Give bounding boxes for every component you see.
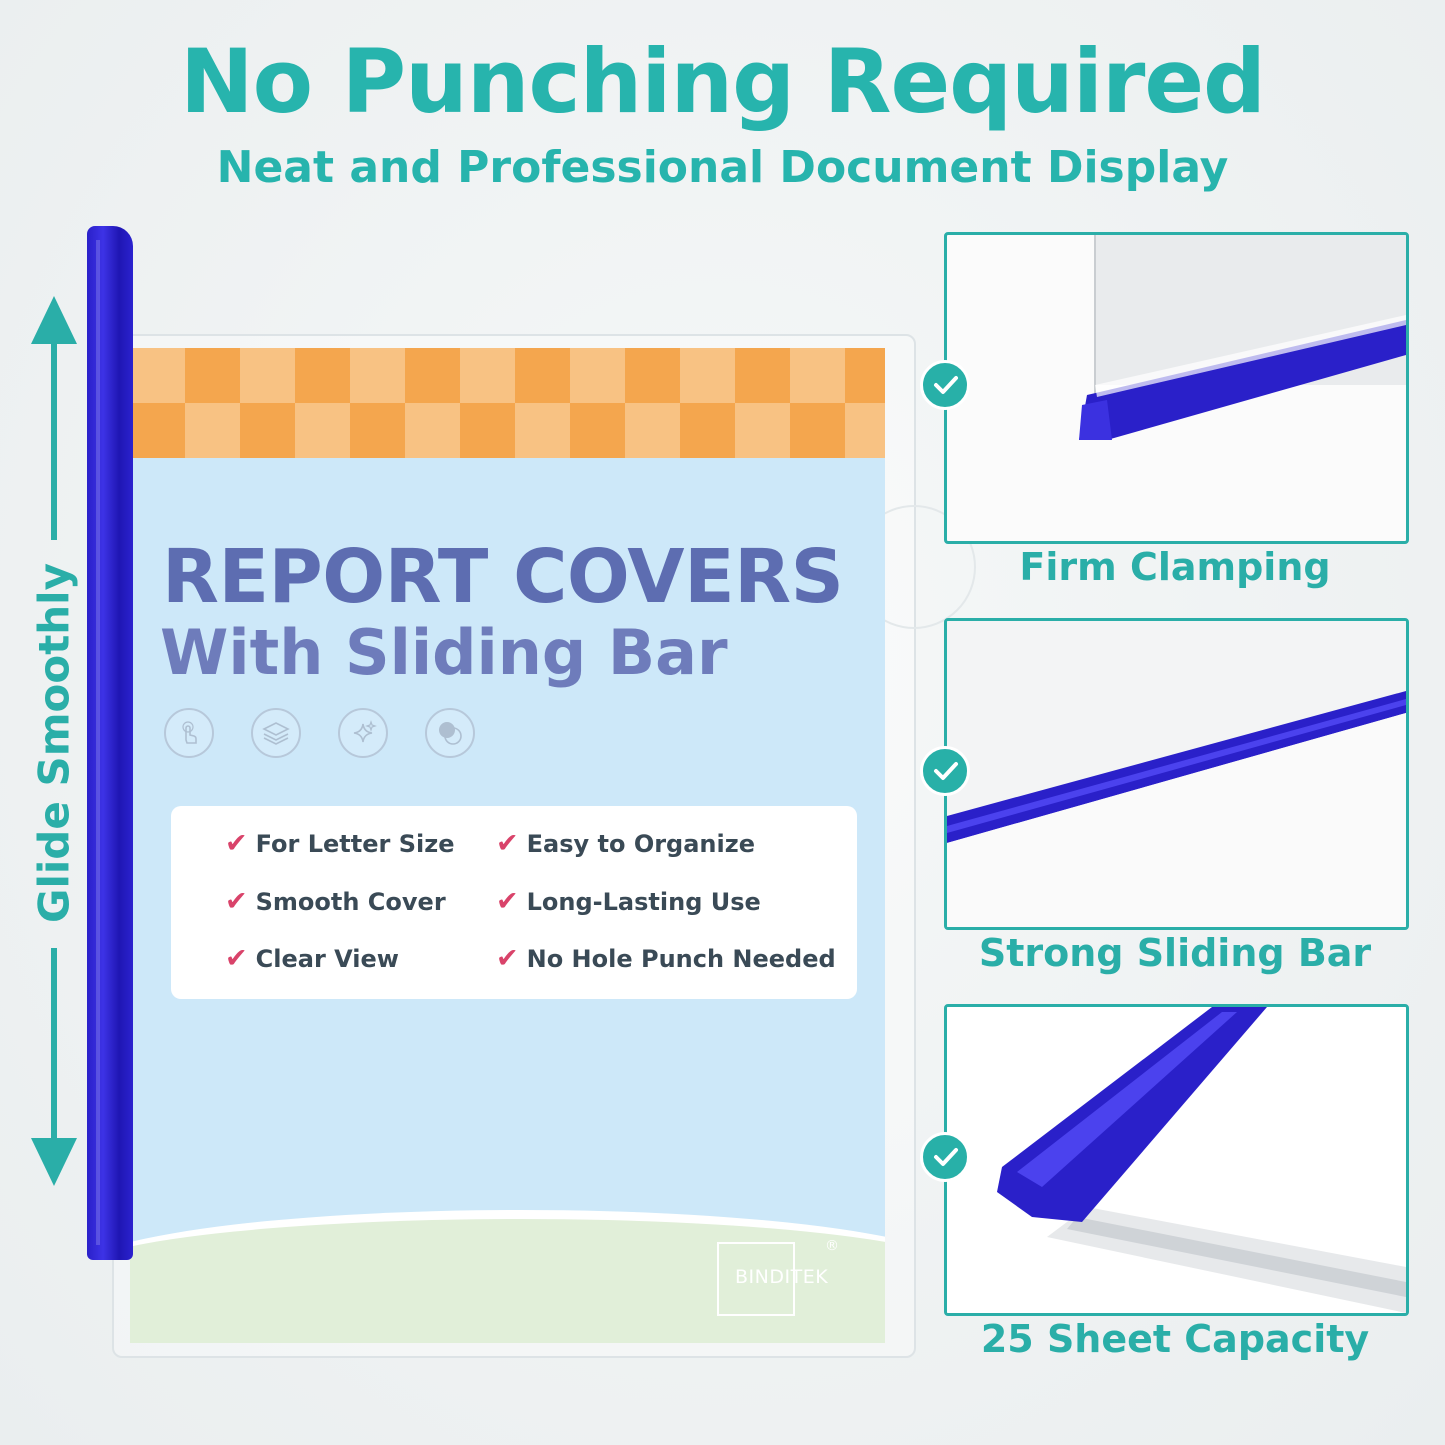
- checker-square: [295, 348, 350, 403]
- checker-square: [845, 348, 885, 403]
- green-wave: [130, 1210, 885, 1343]
- check-icon: ✔: [496, 943, 519, 974]
- checker-square: [625, 348, 680, 403]
- arrow-up-icon: [31, 296, 77, 344]
- glide-label: Glide Smoothly: [29, 563, 79, 923]
- check-icon: ✔: [225, 943, 248, 974]
- checker-square: [185, 348, 240, 403]
- feature-item: ✔Clear View: [225, 943, 399, 974]
- feature-item: ✔Smooth Cover: [225, 886, 446, 917]
- checker-square: [185, 403, 240, 458]
- feature-card: ✔For Letter Size ✔Easy to Organize ✔Smoo…: [171, 806, 857, 999]
- photo-25-sheet-capacity: [944, 1004, 1409, 1316]
- registered-mark: ®: [825, 1238, 839, 1254]
- checker-pattern: [130, 348, 885, 458]
- page-subtitle: Neat and Professional Document Display: [216, 142, 1229, 193]
- feature-item: ✔Long-Lasting Use: [496, 886, 761, 917]
- arrow-shaft-bottom: [51, 948, 57, 1144]
- sliding-bar: [87, 226, 133, 1260]
- layers-icon: [251, 708, 301, 758]
- feature-item: ✔Easy to Organize: [496, 828, 755, 859]
- checker-square: [680, 348, 735, 403]
- photo-strong-sliding-bar: [944, 618, 1409, 930]
- sliding-bar-highlight: [96, 240, 100, 1245]
- check-icon: ✔: [496, 828, 519, 859]
- brand-logo: BINDITEK: [717, 1242, 828, 1316]
- checker-square: [680, 403, 735, 458]
- cover-title: REPORT COVERS: [162, 534, 844, 620]
- checker-square: [515, 403, 570, 458]
- checker-square: [790, 403, 845, 458]
- page-title: No Punching Required: [179, 30, 1266, 133]
- caption-25-sheet-capacity: 25 Sheet Capacity: [980, 1317, 1370, 1361]
- checker-square: [570, 403, 625, 458]
- checker-square: [130, 403, 185, 458]
- checker-square: [735, 348, 790, 403]
- touch-icon: [164, 708, 214, 758]
- check-circle-icon: [920, 746, 970, 796]
- caption-strong-sliding-bar: Strong Sliding Bar: [978, 931, 1372, 975]
- circles-icon: [425, 708, 475, 758]
- checker-square: [790, 348, 845, 403]
- checker-square: [405, 348, 460, 403]
- feature-item: ✔For Letter Size: [225, 828, 455, 859]
- check-icon: ✔: [225, 886, 248, 917]
- checker-square: [515, 348, 570, 403]
- checker-square: [240, 403, 295, 458]
- caption-firm-clamping: Firm Clamping: [1019, 545, 1331, 589]
- checker-square: [460, 348, 515, 403]
- checker-square: [130, 348, 185, 403]
- checker-square: [240, 348, 295, 403]
- checker-square: [350, 403, 405, 458]
- arrow-shaft-top: [51, 340, 57, 540]
- check-icon: ✔: [496, 886, 519, 917]
- arrow-down-icon: [31, 1138, 77, 1186]
- feature-item: ✔No Hole Punch Needed: [496, 943, 836, 974]
- checker-square: [350, 348, 405, 403]
- check-circle-icon: [920, 1132, 970, 1182]
- photo-firm-clamping: [944, 232, 1409, 544]
- checker-square: [460, 403, 515, 458]
- report-cover: REPORT COVERS With Sliding Bar ✔For Lett…: [130, 348, 885, 1343]
- checker-square: [845, 403, 885, 458]
- checker-square: [625, 403, 680, 458]
- checker-square: [295, 403, 350, 458]
- checker-square: [570, 348, 625, 403]
- checker-square: [405, 403, 460, 458]
- check-circle-icon: [920, 360, 970, 410]
- cover-subtitle: With Sliding Bar: [160, 616, 728, 689]
- check-icon: ✔: [225, 828, 248, 859]
- sparkle-icon: [338, 708, 388, 758]
- checker-square: [735, 403, 790, 458]
